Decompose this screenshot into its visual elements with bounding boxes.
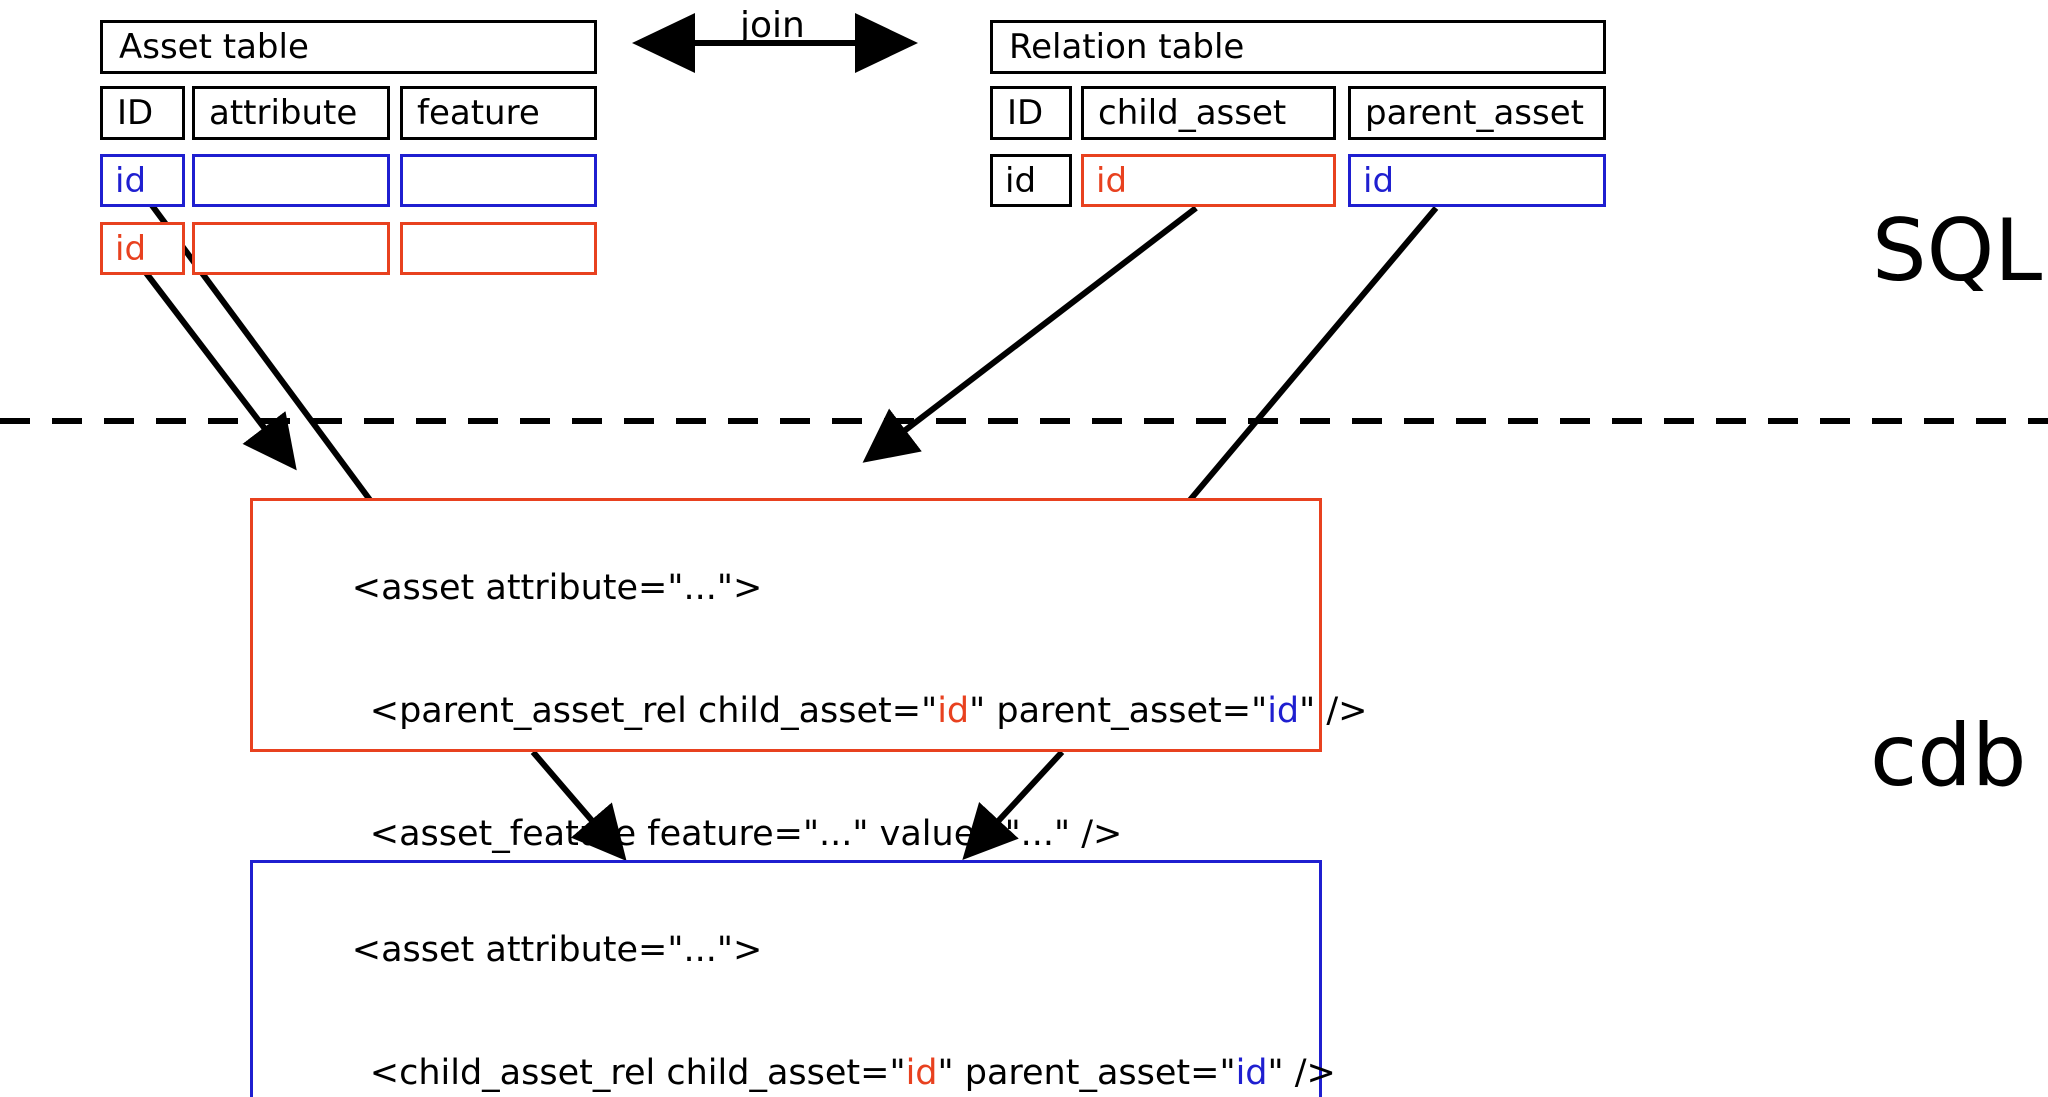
sql-section-label: SQL <box>1872 201 2043 301</box>
connector-relation-parent-asset <box>1187 206 1439 502</box>
child-asset-xml-block: <asset attribute="..."> <child_asset_rel… <box>250 860 1336 1097</box>
asset-table-row-red-id-text: id <box>115 228 147 269</box>
parent-asset-xml-block: <asset attribute="..."> <parent_asset_re… <box>250 498 1367 976</box>
relation-table-row-id: id <box>990 154 1072 207</box>
connector-asset-red-id <box>137 263 297 471</box>
relation-table-title-text: Relation table <box>1009 27 1245 67</box>
asset-table-header-id: ID <box>100 86 185 140</box>
parent-xml-line-2-parent-id: id <box>1267 690 1300 731</box>
child-xml-line-2-child-id: id <box>905 1052 938 1093</box>
parent-xml-line-2-seg-1: <parent_asset_rel child_asset=" <box>369 690 938 731</box>
relation-table-header-id-text: ID <box>1007 93 1044 133</box>
asset-table-row-red-feature <box>400 222 597 275</box>
join-arrow-head-left <box>632 13 695 73</box>
asset-table-row-blue-id-text: id <box>115 160 147 201</box>
relation-table-header-parent-asset: parent_asset <box>1348 86 1606 140</box>
asset-table-title-text: Asset table <box>119 27 309 67</box>
relation-table-row-child-asset-text: id <box>1096 160 1128 201</box>
relation-table-header-child-asset-text: child_asset <box>1098 93 1287 133</box>
parent-xml-line-2-seg-3: " parent_asset=" <box>969 690 1268 731</box>
parent-xml-line-3: <asset_feature feature="..." value="..."… <box>285 773 1319 896</box>
asset-table-title: Asset table <box>100 20 597 74</box>
parent-xml-line-1-seg-1: <asset attribute="..."> <box>351 567 763 608</box>
asset-table-row-red-id: id <box>100 222 185 275</box>
parent-xml-line-2: <parent_asset_rel child_asset="id" paren… <box>285 650 1368 773</box>
asset-table-header-id-text: ID <box>117 93 154 133</box>
child-xml-line-2: <child_asset_rel child_asset="id" parent… <box>285 1012 1336 1097</box>
relation-table-row-parent-asset: id <box>1348 154 1606 207</box>
child-xml-line-2-parent-id: id <box>1235 1052 1268 1093</box>
child-xml-line-2-seg-3: " parent_asset=" <box>937 1052 1236 1093</box>
asset-table-header-attribute: attribute <box>192 86 390 140</box>
parent-xml-line-2-child-id: id <box>937 690 970 731</box>
relation-table-header-parent-asset-text: parent_asset <box>1365 93 1584 133</box>
asset-table-row-blue-id: id <box>100 154 185 207</box>
child-xml-line-1-seg-1: <asset attribute="..."> <box>351 929 763 970</box>
parent-xml-line-3-seg-1: <asset_feature feature="..." value="..."… <box>369 813 1123 854</box>
relation-table-row-id-text: id <box>1005 160 1037 201</box>
asset-table-header-attribute-text: attribute <box>209 93 358 133</box>
parent-xml-line-1: <asset attribute="..."> <box>285 527 1319 650</box>
relation-table-header-child-asset: child_asset <box>1081 86 1336 140</box>
child-xml-line-1: <asset attribute="..."> <box>285 889 1319 1012</box>
cdb-section-label: cdb <box>1870 706 2027 806</box>
asset-table-row-blue-attribute <box>192 154 390 207</box>
relation-table-row-parent-asset-text: id <box>1363 160 1395 201</box>
relation-table-header-id: ID <box>990 86 1072 140</box>
connector-relation-child-asset <box>862 205 1198 463</box>
join-label: join <box>740 5 805 46</box>
join-arrow-head-right <box>855 13 918 73</box>
parent-xml-line-2-seg-5: " /> <box>1299 690 1368 731</box>
relation-table-row-child-asset: id <box>1081 154 1336 207</box>
child-xml-line-2-seg-5: " /> <box>1267 1052 1336 1093</box>
relation-table-title: Relation table <box>990 20 1606 74</box>
asset-table-header-feature: feature <box>400 86 597 140</box>
child-xml-line-2-seg-1: <child_asset_rel child_asset=" <box>369 1052 906 1093</box>
asset-table-row-blue-feature <box>400 154 597 207</box>
asset-table-row-red-attribute <box>192 222 390 275</box>
asset-table-header-feature-text: feature <box>417 93 540 133</box>
